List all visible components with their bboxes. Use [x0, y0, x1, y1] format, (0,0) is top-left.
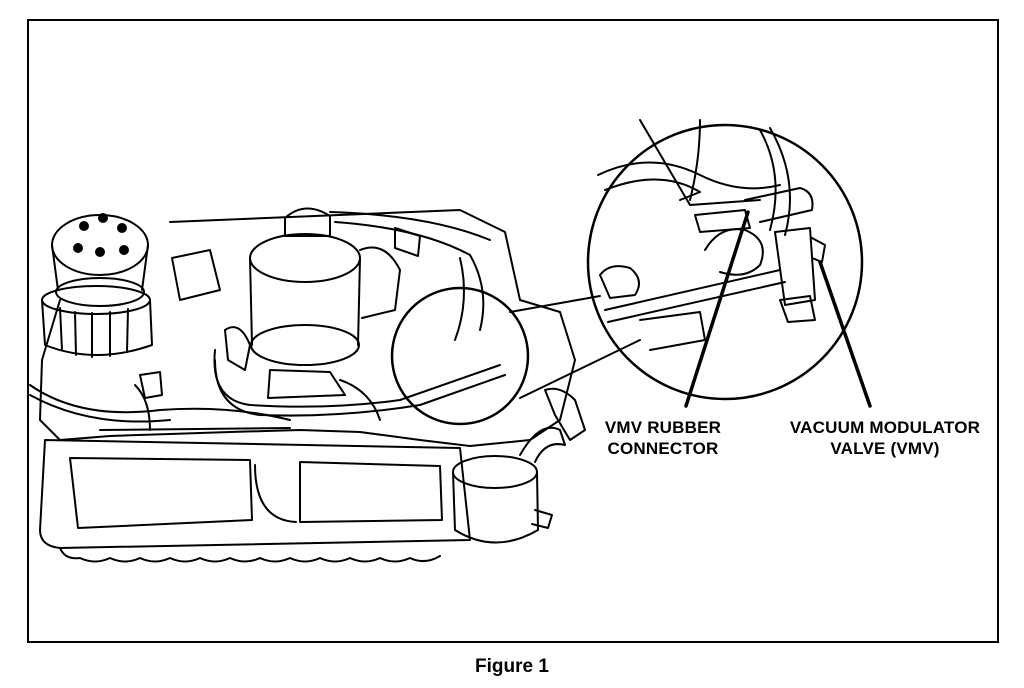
leader-line-lower: [519, 339, 641, 399]
engine-block: [39, 209, 576, 447]
callout-vmv-line2: VALVE (VMV): [830, 439, 940, 458]
distributor-cap: [51, 213, 149, 307]
valve-cover: [39, 439, 471, 563]
breather: [452, 387, 586, 544]
pointer-vmv-connector: [684, 210, 750, 408]
leader-line-upper: [509, 295, 601, 313]
detail-circle-large: [586, 119, 864, 401]
callout-vmv-line1: VACUUM MODULATOR: [789, 418, 981, 437]
figure-caption: Figure 1: [475, 656, 549, 677]
callout-vacuum-modulator-valve: VACUUM MODULATOR VALVE (VMV): [772, 417, 998, 459]
carburetor: [224, 207, 401, 421]
detail-circle-small: [390, 286, 530, 426]
pointer-vmv: [818, 260, 872, 408]
hoses: [29, 211, 506, 431]
callout-vmv-rubber-connector: VMV RUBBER CONNECTOR: [598, 417, 728, 459]
figure-frame: [27, 19, 999, 643]
air-canister: [41, 285, 153, 358]
callout-vmv-connector-line2: CONNECTOR: [607, 439, 719, 458]
callout-vmv-connector-line1: VMV RUBBER: [604, 418, 722, 437]
